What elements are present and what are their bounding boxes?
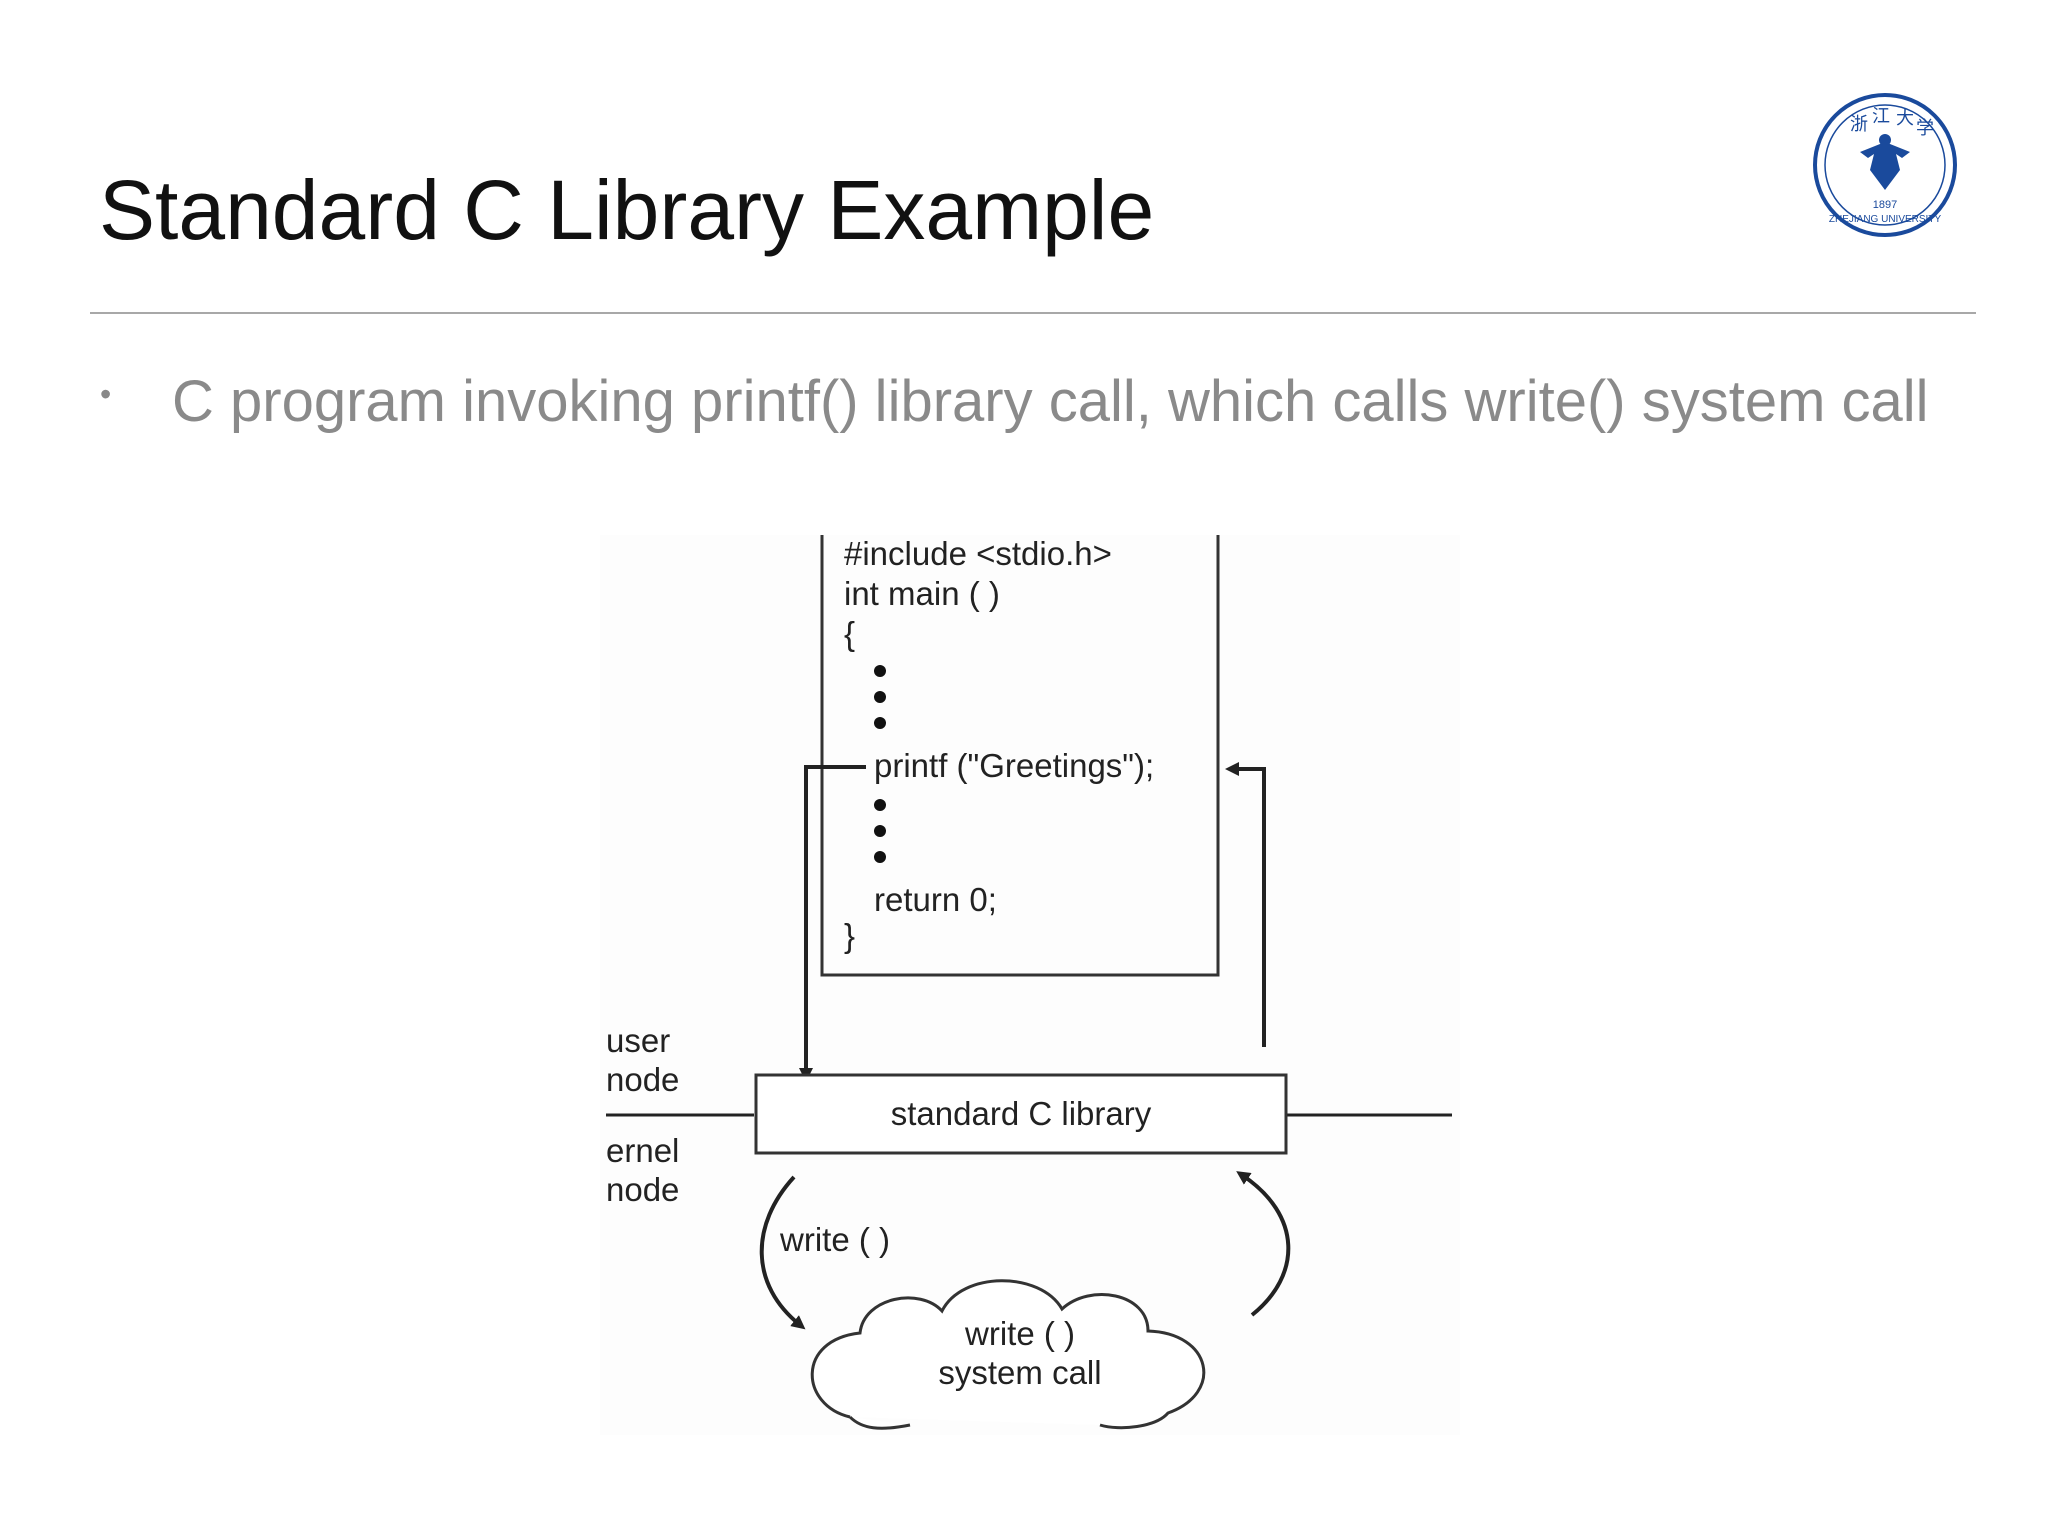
kernel-mode-label: ernel [606, 1132, 679, 1169]
code-line-return: return 0; [874, 881, 997, 918]
user-mode-label-2: node [606, 1061, 679, 1098]
title-divider [90, 312, 1976, 314]
kernel-mode-label-2: node [606, 1171, 679, 1208]
write-label: write ( ) [779, 1221, 890, 1258]
ellipsis-dot [874, 691, 886, 703]
ellipsis-dot [874, 717, 886, 729]
code-line-include: #include <stdio.h> [844, 535, 1112, 572]
ellipsis-dot [874, 851, 886, 863]
cloud-label-2: system call [938, 1354, 1101, 1391]
write-arrow [759, 1175, 806, 1330]
svg-text:学: 学 [1916, 118, 1934, 139]
system-call-cloud [810, 1279, 1206, 1430]
bullet-text: C program invoking printf() library call… [172, 369, 1929, 434]
library-label: standard C library [891, 1095, 1152, 1132]
system-call-diagram: #include <stdio.h> int main ( ) { printf… [600, 535, 1460, 1435]
logo-name: ZHEJIANG UNIVERSITY [1829, 214, 1942, 225]
call-arrow [799, 765, 866, 1082]
svg-text:江: 江 [1872, 106, 1890, 127]
code-line-brace-close: } [844, 917, 855, 954]
university-logo: 1897 ZHEJIANG UNIVERSITY 浙 江 大 学 [1813, 93, 1957, 237]
svg-text:大: 大 [1896, 108, 1914, 129]
svg-text:浙: 浙 [1850, 114, 1868, 135]
user-mode-label: user [606, 1022, 670, 1059]
ellipsis-dot [874, 665, 886, 677]
library-box [754, 1073, 1288, 1155]
return-curve-arrow [1236, 1171, 1291, 1317]
ellipsis-dot [874, 799, 886, 811]
code-line-printf: printf ("Greetings"); [874, 747, 1154, 784]
logo-year: 1897 [1873, 199, 1897, 211]
slide-title: Standard C Library Example [99, 163, 1155, 257]
ellipsis-dot [874, 825, 886, 837]
cloud-label-1: write ( ) [964, 1315, 1075, 1352]
return-arrow [1225, 762, 1266, 1047]
code-line-main: int main ( ) [844, 575, 1000, 612]
bullet-marker: • [100, 376, 112, 412]
program-box [820, 535, 1220, 977]
code-line-brace-open: { [844, 615, 855, 652]
